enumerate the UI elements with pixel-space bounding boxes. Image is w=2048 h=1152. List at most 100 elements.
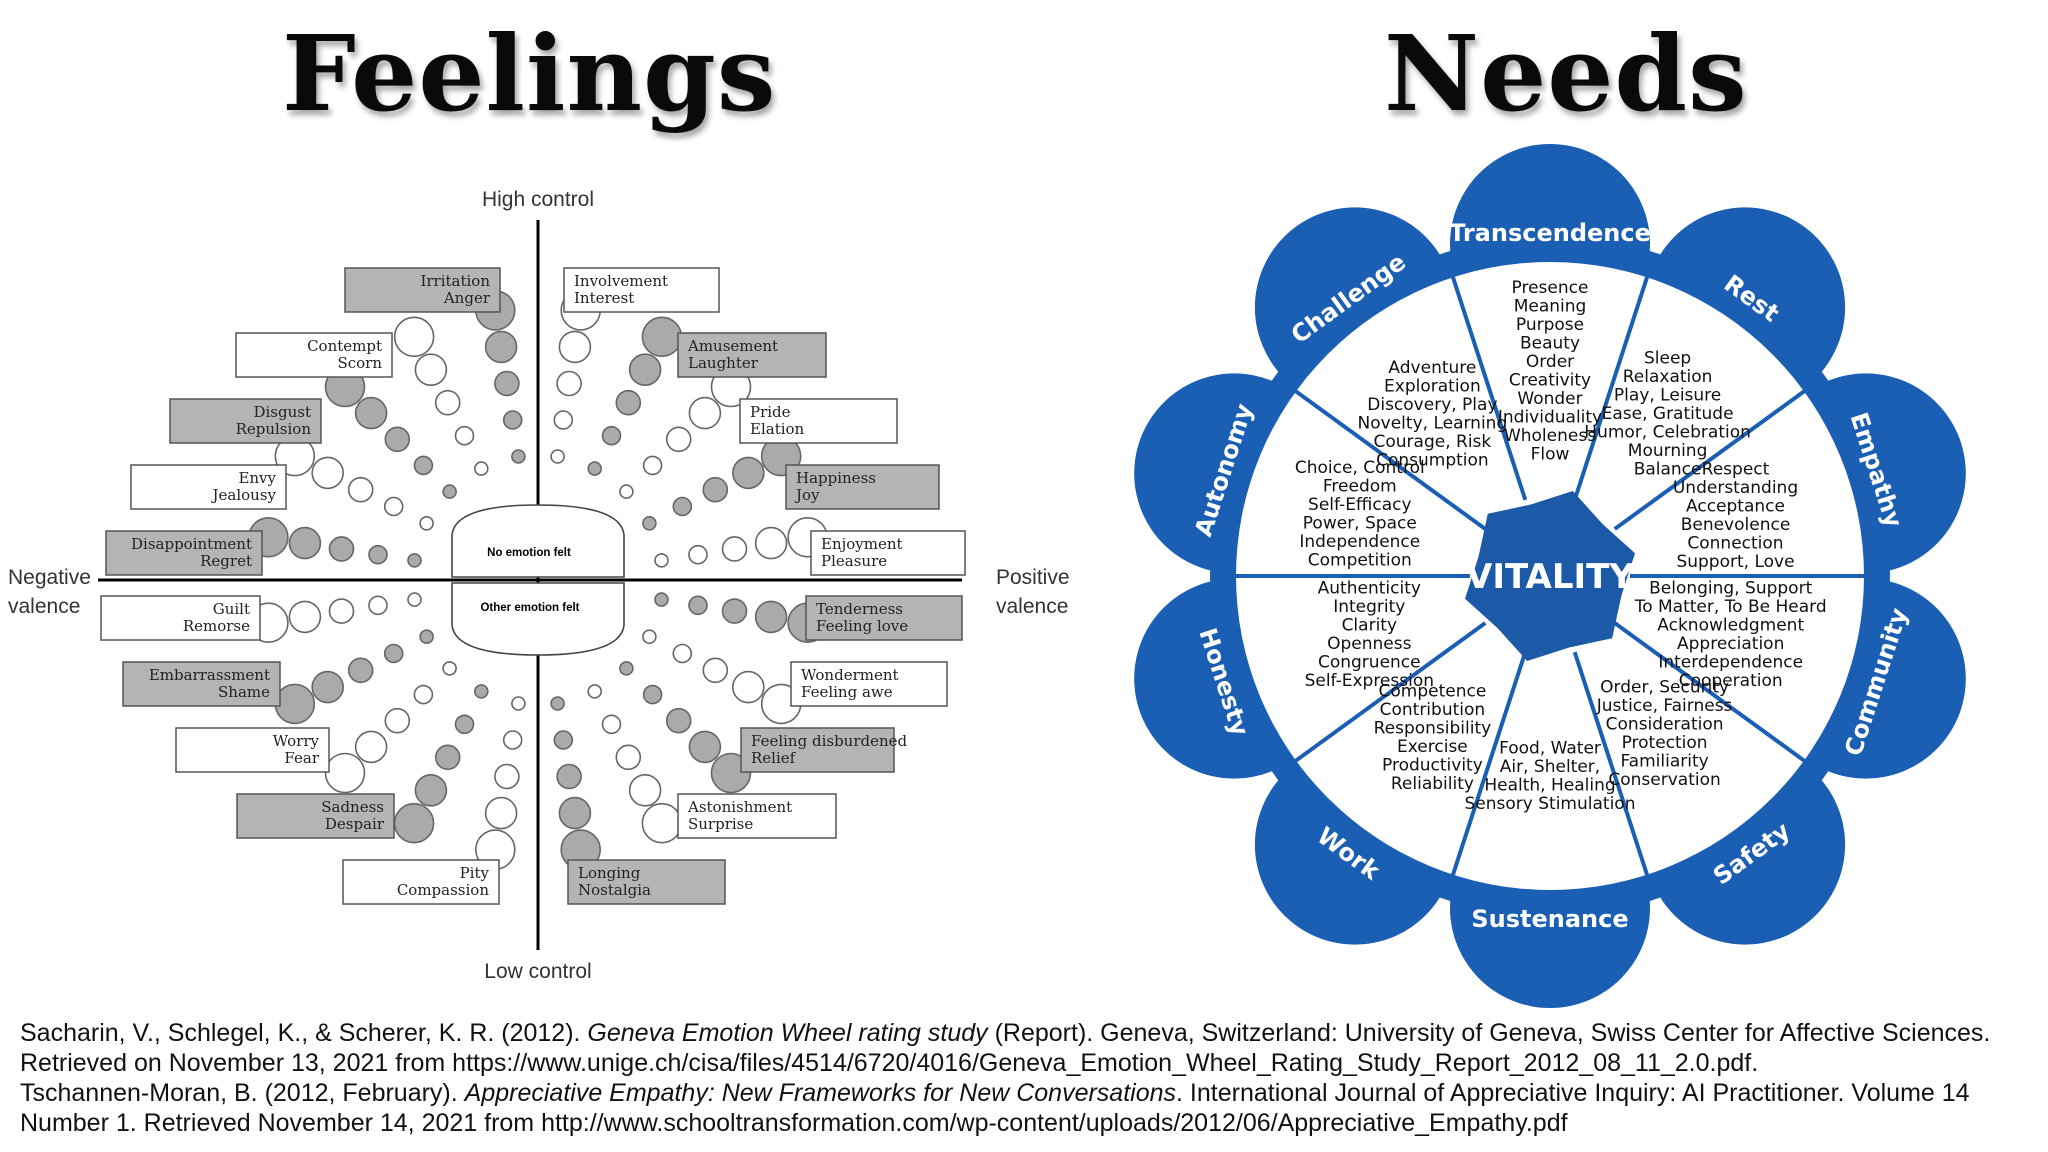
need-item-transcendence-5: Order: [1526, 352, 1574, 372]
emotion-wheel-diagram: IrritationAngerContemptScornDisgustRepul…: [8, 188, 1075, 983]
spoke-7: [1293, 621, 1487, 764]
need-item-honesty-4: Openness: [1327, 634, 1411, 654]
emotion-label-tenderness-1: Tenderness: [816, 600, 903, 618]
intensity-circle-irritation-1: [511, 449, 526, 464]
need-item-empathy-5: Connection: [1687, 534, 1783, 554]
intensity-circle-wonderment-1: [642, 629, 657, 645]
spoke-1: [1572, 274, 1650, 501]
intensity-circle-worry-2: [413, 684, 434, 705]
intensity-circle-sadness-2: [454, 714, 475, 735]
needs-list-empathy: RespectUnderstandingAcceptanceBenevolenc…: [1673, 460, 1798, 573]
need-item-empathy-6: Support, Love: [1676, 552, 1794, 572]
need-item-honesty-2: Integrity: [1333, 597, 1405, 617]
need-item-transcendence-8: Individuality: [1498, 407, 1602, 427]
intensity-circle-contempt-3: [434, 389, 461, 416]
reference-tschannen-source: . International Journal of Appreciative …: [20, 1079, 1970, 1137]
need-item-community-6: Cooperation: [1679, 671, 1783, 691]
need-item-safety-6: Conservation: [1608, 770, 1720, 790]
intensity-circle-enjoyment-4: [754, 526, 788, 560]
need-item-work-3: Responsibility: [1374, 719, 1492, 739]
need-item-challenge-4: Novelty, Learning: [1358, 413, 1508, 433]
intensity-circle-disburdened-4: [688, 730, 722, 764]
intensity-circle-longing-4: [558, 796, 592, 830]
need-item-honesty-5: Congruence: [1318, 653, 1421, 673]
intensity-circle-embarrassment-1: [419, 629, 434, 645]
intensity-circle-irritation-2: [502, 410, 523, 430]
high-control-label: High control: [482, 188, 594, 211]
positive-valence-label: Positive valence: [996, 566, 1075, 618]
negative-valence-line2: valence: [8, 595, 80, 618]
intensity-circle-sadness-4: [414, 773, 448, 807]
intensity-circle-embarrassment-5: [274, 683, 316, 725]
emotion-label-amusement-1: Amusement: [687, 337, 778, 355]
intensity-circle-happiness-3: [702, 476, 729, 503]
need-item-challenge-1: Adventure: [1388, 358, 1476, 378]
low-control-label: Low control: [484, 960, 591, 983]
emotion-label-embarrassment-2: Shame: [218, 683, 270, 701]
need-item-sustenance-2: Air, Shelter,: [1500, 757, 1600, 777]
spoke-9: [1293, 388, 1487, 531]
intensity-circle-disgust-4: [354, 396, 388, 430]
intensity-circle-contempt-1: [473, 461, 489, 476]
reference-geneva-title: Geneva Emotion Wheel rating study: [587, 1019, 988, 1047]
intensity-circle-involvement-1: [550, 449, 565, 464]
intensity-circle-involvement-2: [553, 410, 574, 430]
emotion-labels: IrritationAngerContemptScornDisgustRepul…: [100, 267, 966, 905]
need-item-challenge-5: Courage, Risk: [1374, 432, 1492, 452]
need-item-transcendence-1: Presence: [1512, 278, 1589, 298]
need-item-challenge-6: Consumption: [1376, 450, 1489, 470]
no-emotion-label: No emotion felt: [487, 547, 571, 559]
intensity-circle-worry-5: [324, 752, 366, 794]
intensity-circle-involvement-3: [556, 370, 582, 397]
intensity-circle-involvement-4: [558, 330, 592, 364]
intensity-circle-tenderness-4: [754, 600, 788, 634]
emotion-label-happiness-1: Happiness: [796, 469, 876, 487]
spoke-6: [1450, 651, 1528, 878]
intensity-circle-disappointment-1: [407, 553, 422, 568]
vitality-label: VITALITY: [1466, 557, 1634, 597]
category-label-transcendence: Transcendence: [1449, 219, 1651, 247]
need-item-community-3: Acknowledgment: [1657, 616, 1804, 636]
need-item-work-5: Productivity: [1382, 756, 1483, 776]
intensity-circle-guilt-3: [328, 598, 355, 624]
emotion-label-enjoyment-1: Enjoyment: [821, 535, 903, 553]
emotion-label-disappointment-1: Disappointment: [131, 535, 252, 553]
intensity-circle-amusement-4: [628, 353, 662, 386]
intensity-circle-worry-1: [442, 661, 457, 676]
need-item-sustenance-4: Sensory Stimulation: [1465, 794, 1636, 814]
emotion-label-disburdened-2: Relief: [751, 749, 797, 767]
intensity-circle-tenderness-3: [721, 598, 748, 624]
spoke-4: [1613, 621, 1807, 764]
needs-list-work: CompetenceContributionResponsibilityExer…: [1374, 682, 1492, 795]
need-item-autonomy-2: Freedom: [1323, 476, 1397, 496]
intensity-circle-astonishment-4: [628, 773, 662, 807]
need-item-rest-5: Humor, Celebration: [1584, 423, 1751, 443]
intensity-circle-sadness-5: [393, 802, 435, 844]
intensity-circle-happiness-1: [642, 515, 657, 531]
negative-valence-label: Negative valence: [8, 566, 97, 618]
need-item-safety-3: Consideration: [1606, 715, 1724, 735]
need-item-transcendence-10: Flow: [1531, 444, 1570, 464]
feelings-title: Feelings: [282, 12, 777, 135]
emotion-label-sadness-1: Sadness: [321, 798, 384, 816]
emotion-label-wonderment-1: Wonderment: [801, 666, 899, 684]
need-item-work-4: Exercise: [1397, 737, 1468, 757]
need-item-honesty-6: Self-Expression: [1305, 671, 1434, 691]
spoke-5: [1572, 651, 1650, 878]
needs-items: PresenceMeaningPurposeBeautyOrderCreativ…: [1295, 278, 1827, 814]
intensity-circle-enjoyment-2: [688, 544, 708, 565]
emotion-label-disgust-2: Repulsion: [236, 420, 312, 438]
